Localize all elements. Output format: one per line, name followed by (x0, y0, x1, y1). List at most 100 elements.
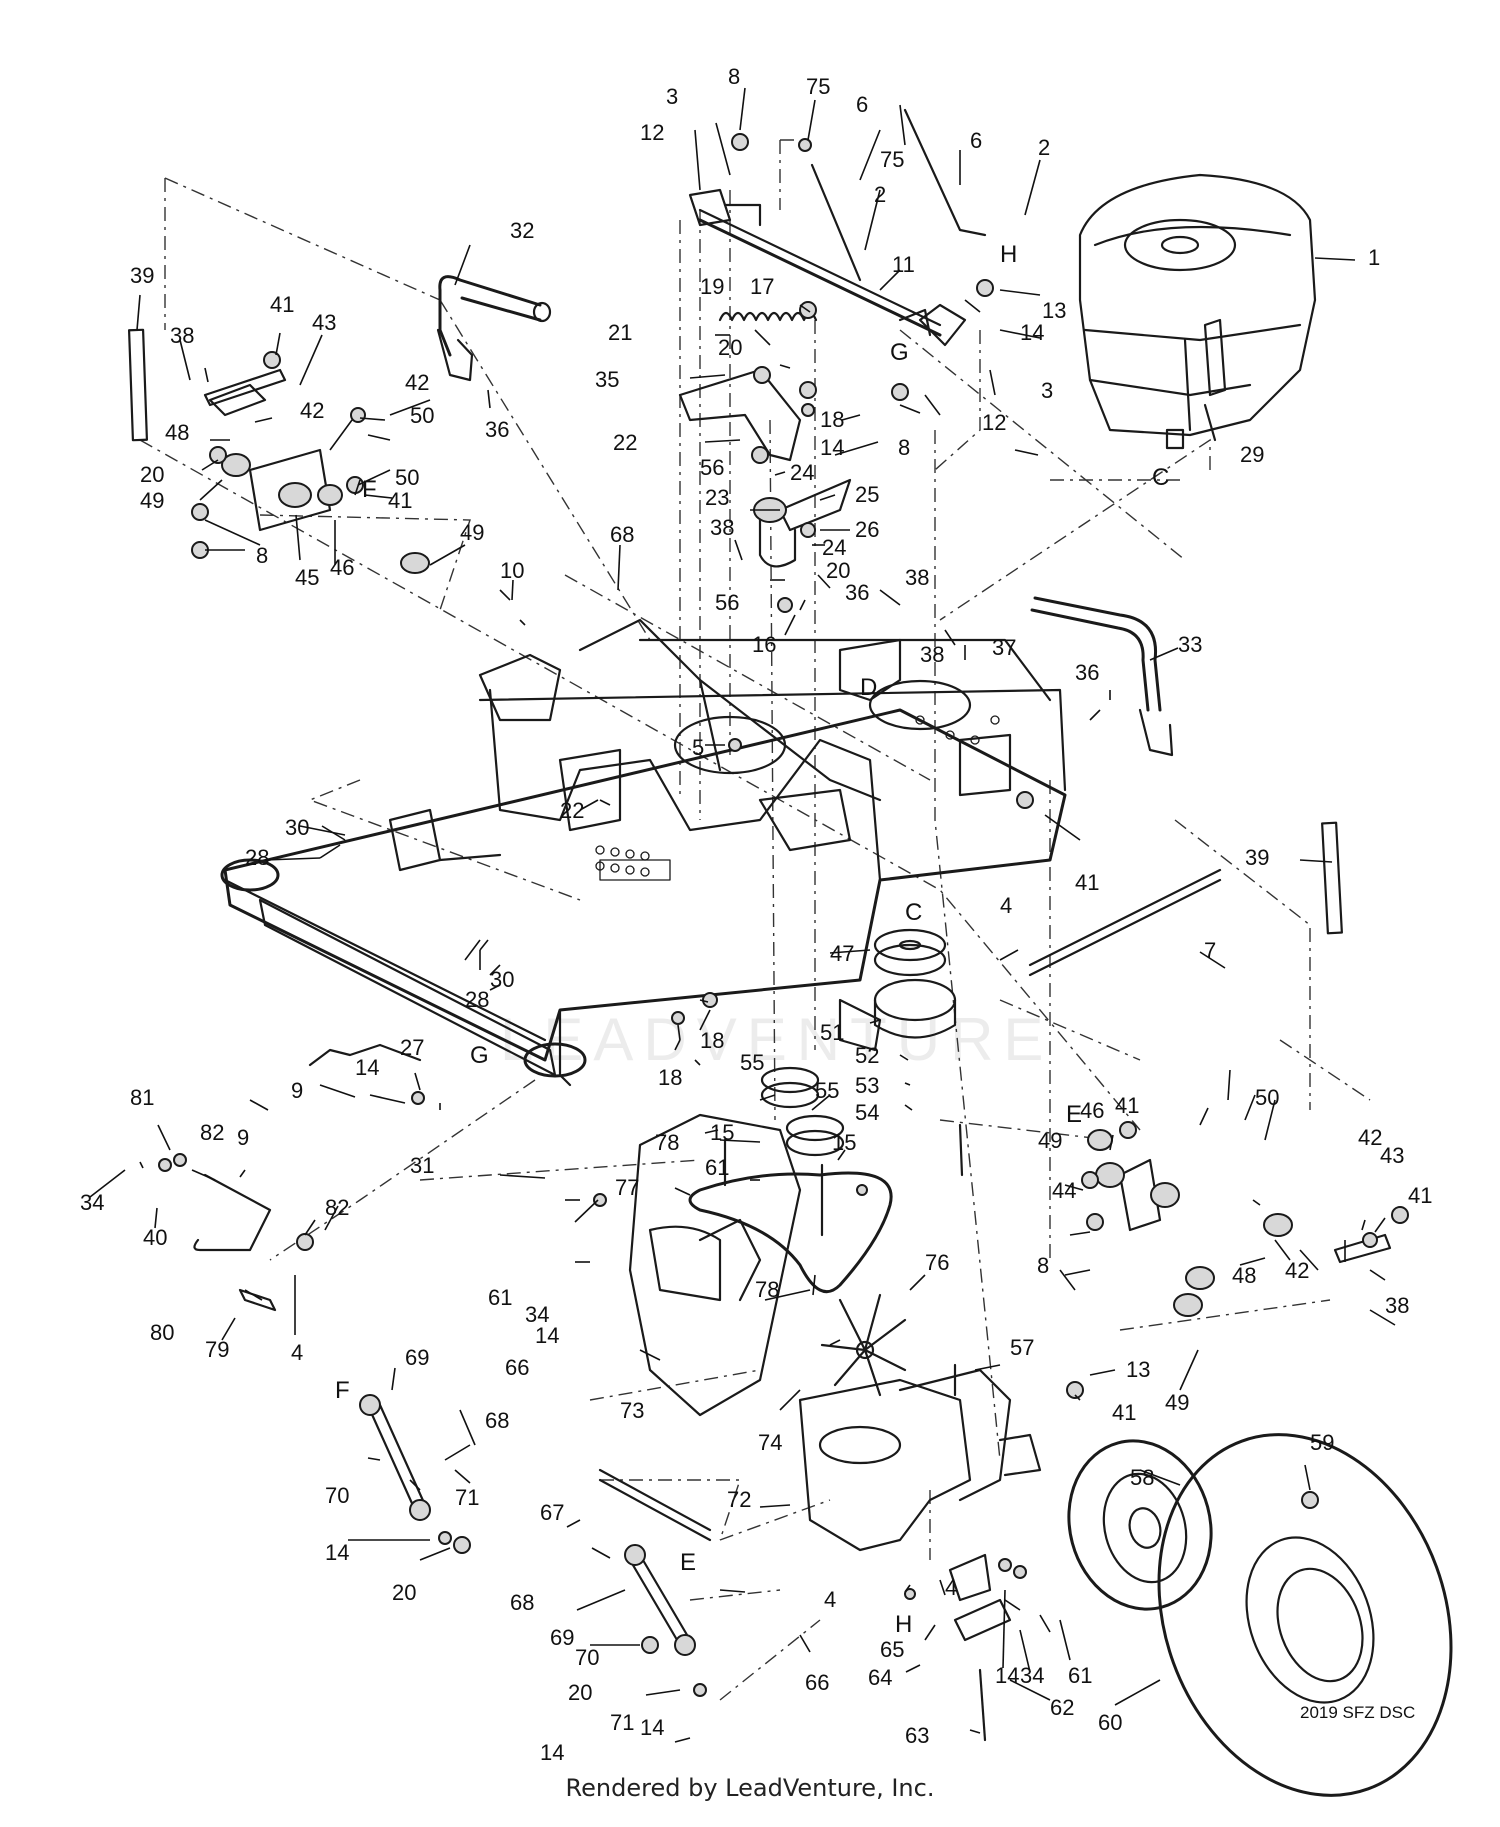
callout-69: 69 (405, 1345, 429, 1370)
callout-42: 42 (1358, 1125, 1382, 1150)
callout-16: 16 (752, 632, 776, 657)
callout-38: 38 (710, 515, 734, 540)
callout-73: 73 (620, 1398, 644, 1423)
callout-50: 50 (410, 403, 434, 428)
callout-4: 4 (1000, 893, 1012, 918)
callout-40: 40 (143, 1225, 167, 1250)
callout-77: 77 (615, 1175, 639, 1200)
callout-68: 68 (510, 1590, 534, 1615)
callout-65: 65 (880, 1637, 904, 1662)
callout-28: 28 (465, 987, 489, 1012)
connection-letters: C C D E E F F G G H H (335, 241, 1169, 1638)
callout-6: 6 (856, 92, 868, 117)
callout-49: 49 (460, 520, 484, 545)
main-frame (220, 618, 1067, 1087)
callout-20: 20 (826, 558, 850, 583)
callout-43: 43 (312, 310, 336, 335)
callout-61: 61 (488, 1285, 512, 1310)
callout-66: 66 (505, 1355, 529, 1380)
callout-22: 22 (560, 798, 584, 823)
callout-14: 14 (1020, 320, 1044, 345)
wheel-and-tire (1067, 1433, 1453, 1797)
callout-41: 41 (1115, 1093, 1139, 1118)
frame-holes (595, 715, 1000, 877)
callout-38: 38 (170, 323, 194, 348)
callout-78: 78 (655, 1130, 679, 1155)
callout-30: 30 (285, 815, 309, 840)
callout-32: 32 (510, 218, 534, 243)
engine (1078, 173, 1317, 450)
callout-68: 68 (485, 1408, 509, 1433)
callout-42: 42 (1285, 1258, 1309, 1283)
connection-letter: C (905, 899, 922, 926)
callout-2: 2 (1038, 135, 1050, 160)
callout-14: 14 (995, 1663, 1019, 1688)
callout-71: 71 (610, 1710, 634, 1735)
callout-15: 15 (832, 1130, 856, 1155)
connection-letter: F (335, 1377, 350, 1404)
callout-34: 34 (525, 1302, 549, 1327)
callout-36: 36 (845, 580, 869, 605)
rods-and-links (193, 868, 1222, 1656)
callout-7: 7 (1204, 938, 1216, 963)
callout-31: 31 (410, 1153, 434, 1178)
callout-54: 54 (855, 1100, 879, 1125)
connection-letter: E (680, 1549, 696, 1576)
callout-49: 49 (1038, 1128, 1062, 1153)
callout-56: 56 (700, 455, 724, 480)
callout-24: 24 (790, 460, 814, 485)
callout-18: 18 (700, 1028, 724, 1053)
callout-36: 36 (1075, 660, 1099, 685)
callout-82: 82 (200, 1120, 224, 1145)
callout-4: 4 (945, 1575, 957, 1600)
callout-3: 3 (666, 84, 678, 109)
callout-35: 35 (595, 367, 619, 392)
callout-41: 41 (1075, 870, 1099, 895)
callout-58: 58 (1130, 1465, 1154, 1490)
callout-47: 47 (830, 941, 854, 966)
callout-17: 17 (750, 274, 774, 299)
callout-4: 4 (291, 1340, 303, 1365)
callout-70: 70 (575, 1645, 599, 1670)
callout-14: 14 (820, 435, 844, 460)
callout-9: 9 (291, 1078, 303, 1103)
connection-letter: F (362, 476, 377, 503)
callout-14: 14 (640, 1715, 664, 1740)
callout-75: 75 (806, 74, 830, 99)
callout-74: 74 (758, 1430, 782, 1455)
top-linkage (688, 108, 987, 347)
callout-62: 62 (1050, 1695, 1074, 1720)
callout-38: 38 (1385, 1293, 1409, 1318)
leader-lines (89, 87, 1396, 1743)
callout-63: 63 (905, 1723, 929, 1748)
callout-22: 22 (613, 430, 637, 455)
callout-3: 3 (1041, 378, 1053, 403)
callout-75: 75 (880, 147, 904, 172)
connection-letter: D (860, 674, 877, 701)
connection-letter: H (1000, 241, 1017, 268)
callout-labels: 1 2 2 3 3 4 4 4 4 5 6 6 7 8 8 8 8 9 9 10… (80, 64, 1432, 1765)
callout-48: 48 (1232, 1263, 1256, 1288)
callout-55: 55 (815, 1078, 839, 1103)
left-idler-assembly (203, 368, 430, 574)
callout-30: 30 (490, 967, 514, 992)
callout-24: 24 (822, 535, 846, 560)
connection-letter: G (470, 1042, 489, 1069)
callout-41: 41 (1408, 1183, 1432, 1208)
callout-6: 6 (970, 128, 982, 153)
callout-41: 41 (1112, 1400, 1136, 1425)
callout-60: 60 (1098, 1710, 1122, 1735)
callout-1: 1 (1368, 245, 1380, 270)
callout-37: 37 (992, 635, 1016, 660)
callout-42: 42 (300, 398, 324, 423)
callout-56: 56 (715, 590, 739, 615)
callout-72: 72 (727, 1487, 751, 1512)
connection-letter: G (890, 339, 909, 366)
callout-64: 64 (868, 1665, 892, 1690)
callout-61: 61 (1068, 1663, 1092, 1688)
callout-53: 53 (855, 1073, 879, 1098)
callout-4: 4 (824, 1587, 836, 1612)
callout-25: 25 (855, 482, 879, 507)
callout-20: 20 (718, 335, 742, 360)
